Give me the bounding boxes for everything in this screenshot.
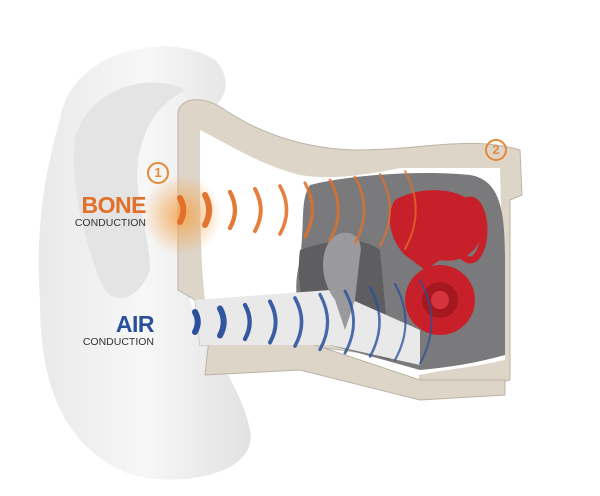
wave-arc <box>217 305 227 339</box>
wave-arc <box>328 178 340 242</box>
wave-arc <box>343 289 355 355</box>
air-subtitle: CONDUCTION <box>82 336 154 348</box>
air-title: AIR <box>115 311 155 337</box>
wave-arc <box>393 282 407 362</box>
air-conduction-waves <box>192 279 433 365</box>
wave-arc <box>378 172 391 248</box>
wave-arc <box>202 192 213 228</box>
wave-arc <box>242 302 252 342</box>
skull-marker-2: 2 <box>485 139 507 161</box>
wave-arc <box>227 189 238 231</box>
wave-arc <box>303 181 315 239</box>
wave-arc <box>278 184 289 236</box>
bone-marker-1: 1 <box>147 162 169 184</box>
wave-arc <box>293 296 304 348</box>
ear-canal <box>195 290 420 365</box>
wave-arc <box>368 286 381 358</box>
wave-arc <box>419 279 433 365</box>
wave-arc <box>253 187 263 233</box>
bone-conduction-waves <box>177 170 417 250</box>
wave-arc <box>177 195 187 225</box>
wave-arc <box>318 292 330 352</box>
wave-arc <box>192 309 201 335</box>
wave-arc <box>353 175 366 245</box>
bone-title: BONE <box>81 192 147 218</box>
bone-subtitle: CONDUCTION <box>74 217 146 229</box>
wave-arc <box>268 299 278 345</box>
wave-arc <box>404 170 417 250</box>
